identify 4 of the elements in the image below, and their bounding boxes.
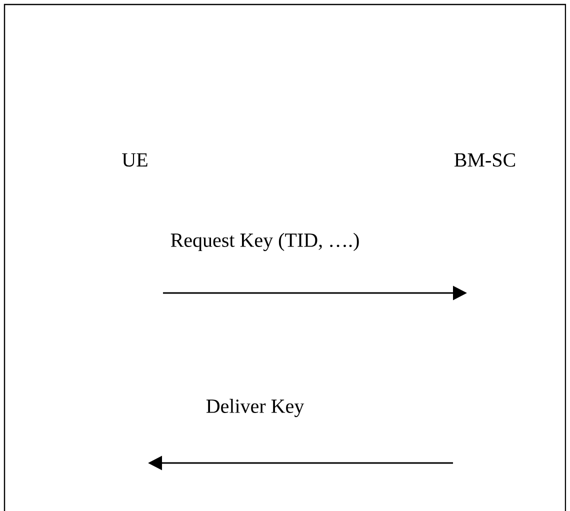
participant-label: BM-SC [454, 153, 515, 167]
message-label: Request Key (TID, ….) [170, 232, 359, 252]
participant-label: UE [122, 153, 148, 167]
message-label: Deliver Key [206, 398, 304, 418]
